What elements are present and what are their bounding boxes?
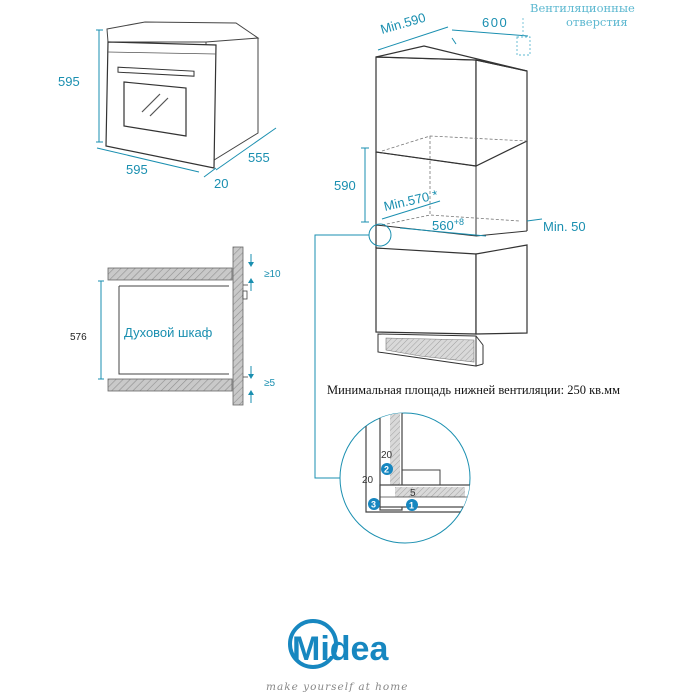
detail-leader <box>314 234 369 479</box>
niche-isometric: Min.590 600 Вентиляционные отверстия 590… <box>314 1 635 479</box>
bottom-slab <box>107 378 233 392</box>
lower-cabinet-front <box>375 247 477 335</box>
bottom-gap-label: ≥5 <box>264 378 275 389</box>
svg-text:3: 3 <box>371 500 376 510</box>
detail-dim-b: 20 <box>362 475 374 486</box>
oven-isometric: 595 595 555 20 <box>58 21 277 191</box>
niche-height-label: 590 <box>334 178 356 193</box>
vent-area-note: Минимальная площадь нижней вентиляции: 2… <box>327 383 620 397</box>
brand-name: Midea <box>292 630 389 668</box>
midea-logo: Midea make yourself at home <box>266 619 408 693</box>
vent-openings-marker <box>516 36 531 56</box>
detail-circle <box>339 412 471 544</box>
cabinet-label: Духовой шкаф <box>124 325 213 340</box>
detail-zoom: 20 20 5 1 2 3 <box>339 412 471 544</box>
top-gap-label: ≥10 <box>264 269 281 280</box>
marker-3 <box>368 498 380 510</box>
oven-front-offset-label: 20 <box>214 176 228 191</box>
cabinet-height-label: 576 <box>70 332 87 343</box>
oven-height-label: 595 <box>58 74 80 89</box>
oven-top <box>106 21 260 43</box>
cabinet-section: Духовой шкаф 576 ≥10 ≥5 <box>70 246 281 406</box>
niche-depth-label: 560+8 <box>432 217 464 233</box>
upper-cabinet-side <box>475 59 528 167</box>
detail-dim-a: 20 <box>381 450 393 461</box>
upper-cabinet-front <box>375 56 477 167</box>
logo-ring-icon <box>288 619 338 669</box>
upper-cabinet-top <box>375 45 528 72</box>
niche-top-width-label: Min.590 <box>379 10 428 37</box>
niche-top-depth-label: 600 <box>482 15 508 30</box>
rear-gap-label: Min. 50 <box>543 219 586 234</box>
vent-note-line1: Вентиляционные <box>530 1 635 15</box>
detail-callout-circle <box>368 223 392 247</box>
marker-1 <box>406 499 418 511</box>
top-slab <box>107 267 233 281</box>
brand-slogan: make yourself at home <box>266 681 408 693</box>
oven-depth-label: 555 <box>248 150 270 165</box>
marker-2 <box>381 463 393 475</box>
detail-dim-c: 5 <box>410 488 416 499</box>
lower-cabinet-side <box>475 244 528 335</box>
svg-text:1: 1 <box>409 501 414 511</box>
oven-width-label: 595 <box>126 162 148 177</box>
plinth-vent <box>385 337 475 363</box>
front-panel <box>232 246 244 406</box>
vent-note-line2: отверстия <box>566 15 628 29</box>
svg-text:2: 2 <box>384 465 389 475</box>
oven-window <box>123 81 187 137</box>
oven-handle <box>117 66 195 77</box>
